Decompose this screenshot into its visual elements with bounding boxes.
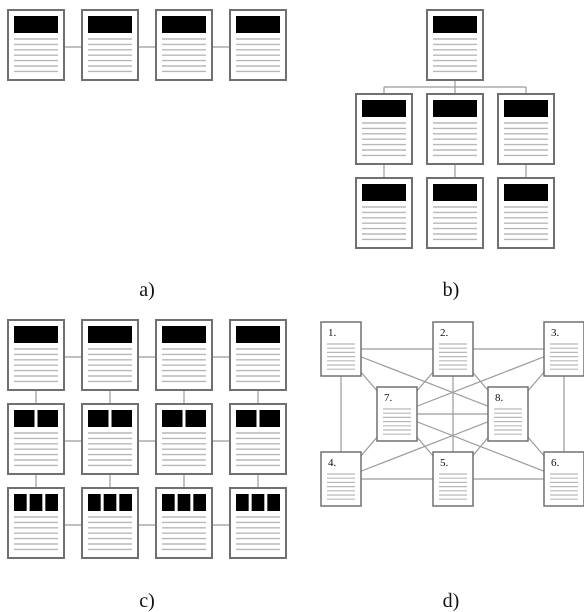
panel-b-level3-page-2 bbox=[426, 177, 484, 249]
panel-c-page-r1c2 bbox=[81, 319, 139, 391]
panel-c-page-r2c4 bbox=[229, 403, 287, 475]
header-block bbox=[267, 494, 280, 511]
panel-d-node-2: 2. bbox=[432, 321, 474, 377]
panel-c-page-r3c3 bbox=[155, 487, 213, 559]
header-block bbox=[88, 410, 109, 427]
header-block bbox=[504, 184, 548, 201]
panel-d-connector bbox=[396, 348, 565, 415]
panel-label-b: b) bbox=[443, 279, 460, 301]
panel-d-connector bbox=[396, 413, 565, 480]
node-number: 4. bbox=[328, 457, 337, 469]
header-block bbox=[14, 326, 58, 343]
panel-c-page-r2c3 bbox=[155, 403, 213, 475]
header-block bbox=[88, 16, 132, 33]
header-block bbox=[504, 100, 548, 117]
panel-b-root-page bbox=[426, 9, 484, 81]
header-block bbox=[14, 410, 35, 427]
panel-a-page-2 bbox=[81, 9, 139, 81]
panel-d-node-4: 4. bbox=[320, 451, 362, 507]
header-block bbox=[119, 494, 132, 511]
panel-label-a: a) bbox=[139, 279, 155, 301]
header-block bbox=[362, 100, 406, 117]
node-number: 2. bbox=[440, 327, 449, 339]
header-block bbox=[88, 326, 132, 343]
panel-c-page-r1c3 bbox=[155, 319, 213, 391]
header-block bbox=[111, 410, 132, 427]
header-block bbox=[236, 16, 280, 33]
header-block bbox=[162, 16, 206, 33]
panel-c-page-r1c1 bbox=[7, 319, 65, 391]
header-block bbox=[14, 494, 27, 511]
panel-c-page-r2c2 bbox=[81, 403, 139, 475]
header-block bbox=[162, 410, 183, 427]
panel-d-node-6: 6. bbox=[543, 451, 584, 507]
header-block bbox=[236, 410, 257, 427]
header-block bbox=[251, 494, 265, 511]
panel-c-page-r3c4 bbox=[229, 487, 287, 559]
panel-a-page-3 bbox=[155, 9, 213, 81]
header-block bbox=[433, 16, 477, 33]
panel-b-level2-page-3 bbox=[497, 93, 555, 165]
panel-d-connector bbox=[340, 348, 509, 415]
header-block bbox=[162, 494, 175, 511]
panel-b-level3-page-1 bbox=[355, 177, 413, 249]
header-block bbox=[433, 100, 477, 117]
node-number: 6. bbox=[551, 457, 560, 469]
node-number: 1. bbox=[328, 327, 337, 339]
header-block bbox=[37, 410, 58, 427]
header-block bbox=[362, 184, 406, 201]
panel-label-d: d) bbox=[443, 590, 460, 612]
panel-c-page-r3c2 bbox=[81, 487, 139, 559]
panel-b-level2-page-1 bbox=[355, 93, 413, 165]
panel-d-node-8: 8. bbox=[487, 386, 529, 442]
header-block bbox=[236, 326, 280, 343]
panel-b-level3-page-3 bbox=[497, 177, 555, 249]
panel-c-page-r2c1 bbox=[7, 403, 65, 475]
header-block bbox=[29, 494, 43, 511]
panel-c-page-r3c1 bbox=[7, 487, 65, 559]
page-icons: 1. 2. 3. 4. 5. 6. 7. 8. bbox=[7, 9, 584, 559]
header-block bbox=[185, 410, 206, 427]
panel-d-node-7: 7. bbox=[376, 386, 418, 442]
panel-d-node-5: 5. bbox=[432, 451, 474, 507]
header-block bbox=[103, 494, 117, 511]
header-block bbox=[162, 326, 206, 343]
header-block bbox=[193, 494, 206, 511]
header-block bbox=[88, 494, 101, 511]
header-block bbox=[45, 494, 58, 511]
node-number: 5. bbox=[440, 457, 449, 469]
panel-d-connector bbox=[340, 413, 509, 480]
panel-b-level2-page-2 bbox=[426, 93, 484, 165]
header-block bbox=[236, 494, 249, 511]
node-number: 3. bbox=[551, 327, 560, 339]
panel-c-page-r1c4 bbox=[229, 319, 287, 391]
panel-a-page-1 bbox=[7, 9, 65, 81]
header-block bbox=[14, 16, 58, 33]
node-number: 8. bbox=[495, 392, 504, 404]
panel-d-node-3: 3. bbox=[543, 321, 584, 377]
header-block bbox=[177, 494, 191, 511]
header-block bbox=[259, 410, 280, 427]
panel-a-page-4 bbox=[229, 9, 287, 81]
node-number: 7. bbox=[384, 392, 393, 404]
panel-d-node-1: 1. bbox=[320, 321, 362, 377]
panel-label-c: c) bbox=[139, 590, 155, 612]
header-block bbox=[433, 184, 477, 201]
